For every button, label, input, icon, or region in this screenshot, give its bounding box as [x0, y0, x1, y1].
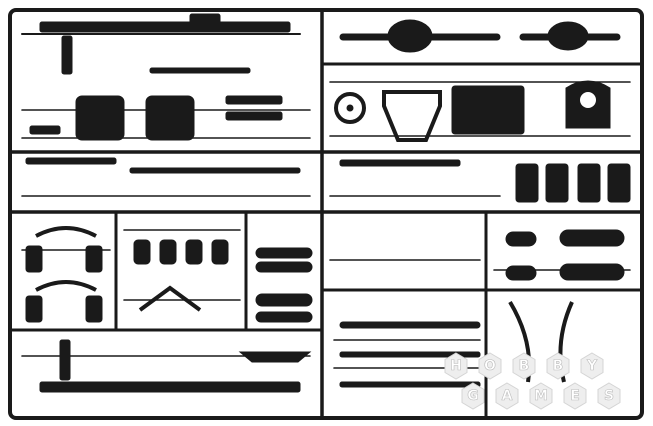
watermark-hex [495, 382, 519, 410]
watermark-letter: B [519, 358, 530, 374]
watermark-hex [529, 382, 553, 410]
watermark-hex [563, 382, 587, 410]
watermark-hex [546, 352, 570, 380]
watermark-hex [444, 352, 468, 380]
watermark-hex [461, 382, 485, 410]
watermark-hex [478, 352, 502, 380]
watermark-letter: Y [586, 358, 598, 374]
hobby-games-watermark: H O B B Y G A M [444, 352, 621, 410]
watermark-letter: E [570, 388, 580, 404]
watermark-letter: M [534, 388, 548, 404]
watermark-letter: G [467, 388, 479, 404]
watermark-letter: S [604, 388, 614, 404]
watermark-letter: A [502, 388, 513, 404]
sprue-frame [8, 8, 644, 420]
watermark-letter: H [450, 358, 462, 374]
watermark-hex [597, 382, 621, 410]
watermark-letter: B [553, 358, 564, 374]
watermark-hex [580, 352, 604, 380]
watermark-letter: O [484, 358, 496, 374]
watermark-hex [512, 352, 536, 380]
kit-parts [25, 13, 631, 393]
